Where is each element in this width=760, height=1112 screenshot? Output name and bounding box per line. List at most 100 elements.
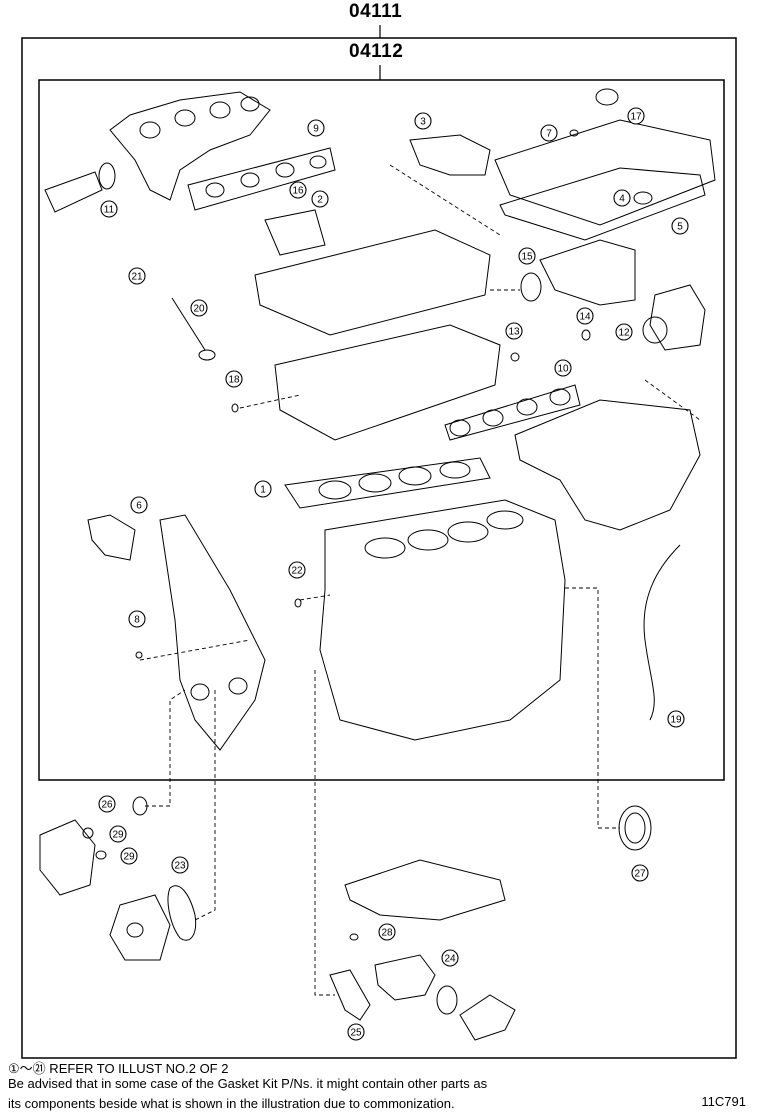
callout-number: 12 <box>618 328 630 339</box>
callout-11: 11 <box>100 200 118 218</box>
callout-number: 8 <box>134 615 140 626</box>
cylinder-head-drawing <box>274 324 501 441</box>
callout-circle <box>128 267 146 285</box>
callout-28: 28 <box>378 923 396 941</box>
outer-kit-code: 04111 <box>349 1 403 22</box>
callout-29: 29 <box>109 825 127 843</box>
callout-circle <box>171 856 189 874</box>
callout-10: 10 <box>554 359 572 377</box>
callout-group: 1234567891011121314151617181920212223242… <box>98 107 689 1041</box>
range-start-marker: ① <box>8 1061 20 1076</box>
callout-2: 2 <box>311 190 329 208</box>
part-drawings <box>39 88 716 1041</box>
dashed-guides <box>139 164 701 996</box>
callout-9: 9 <box>307 119 325 137</box>
callout-29: 29 <box>120 847 138 865</box>
water-outlet-drawing <box>409 134 491 176</box>
callout-circle <box>120 847 138 865</box>
water-pump-gasket-drawing <box>167 885 197 941</box>
callout-22: 22 <box>288 561 306 579</box>
callout-circle <box>667 710 685 728</box>
advisory-line-1: Be advised that in some case of the Gask… <box>8 1076 488 1091</box>
oil-pan-drawing <box>344 859 506 921</box>
callout-number: 20 <box>193 304 205 315</box>
exhaust-pipe-drawing <box>44 171 103 213</box>
callout-number: 19 <box>670 715 682 726</box>
callout-7: 7 <box>540 124 558 142</box>
dipstick-drawing <box>643 544 681 721</box>
callout-circle <box>190 299 208 317</box>
callout-number: 17 <box>630 112 642 123</box>
callout-1: 1 <box>254 480 272 498</box>
intake-manifold-drawing <box>514 399 701 531</box>
callout-number: 25 <box>350 1028 362 1039</box>
callout-number: 29 <box>123 852 135 863</box>
callout-14: 14 <box>576 307 594 325</box>
timing-cover-drawing <box>159 514 266 751</box>
callout-5: 5 <box>671 217 689 235</box>
callout-circle <box>128 610 146 628</box>
callout-21: 21 <box>128 267 146 285</box>
callout-circle <box>307 119 325 137</box>
callout-number: 28 <box>381 928 393 939</box>
callout-number: 23 <box>174 861 186 872</box>
head-cover-gasket-drawing <box>499 167 706 241</box>
callout-number: 13 <box>508 327 520 338</box>
water-pump-housing-drawing <box>39 819 96 896</box>
callout-number: 3 <box>420 117 426 128</box>
callout-13: 13 <box>505 322 523 340</box>
callout-number: 1 <box>260 485 266 496</box>
callout-circle <box>631 864 649 882</box>
callout-15: 15 <box>518 247 536 265</box>
callout-circle <box>347 1023 365 1041</box>
callout-25: 25 <box>347 1023 365 1041</box>
callout-16: 16 <box>289 181 307 199</box>
callout-circle <box>505 322 523 340</box>
callout-circle <box>414 112 432 130</box>
head-gasket-drawing <box>284 457 491 509</box>
water-pump-drawing <box>109 894 171 961</box>
callout-24: 24 <box>441 949 459 967</box>
exhaust-manifold-drawing <box>109 91 271 201</box>
callout-circle <box>98 795 116 813</box>
callout-19: 19 <box>667 710 685 728</box>
callout-number: 16 <box>292 186 304 197</box>
camshaft-housing-drawing <box>254 229 491 336</box>
callout-23: 23 <box>171 856 189 874</box>
callout-number: 21 <box>131 272 143 283</box>
callout-20: 20 <box>190 299 208 317</box>
callout-number: 4 <box>619 194 625 205</box>
callout-circle <box>109 825 127 843</box>
callout-12: 12 <box>615 323 633 341</box>
callout-number: 7 <box>546 129 552 140</box>
inner-kit-code: 04112 <box>349 41 404 62</box>
callout-number: 15 <box>521 252 533 263</box>
callout-circle <box>615 323 633 341</box>
illustration-code: 11C791 <box>701 1094 746 1109</box>
inner-kit-frame <box>38 79 725 781</box>
callout-circle <box>289 181 307 199</box>
callout-3: 3 <box>414 112 432 130</box>
callout-6: 6 <box>130 496 148 514</box>
callout-number: 24 <box>444 954 456 965</box>
callout-circle <box>540 124 558 142</box>
callout-number: 22 <box>291 566 303 577</box>
callout-circle <box>613 189 631 207</box>
callout-27: 27 <box>631 864 649 882</box>
callout-number: 2 <box>317 195 323 206</box>
callout-circle <box>518 247 536 265</box>
callout-8: 8 <box>128 610 146 628</box>
callout-17: 17 <box>627 107 645 125</box>
exhaust-ring-drawing <box>98 162 116 190</box>
callout-circle <box>576 307 594 325</box>
refer-note: ①～㉑ REFER TO ILLUST NO.2 OF 2 <box>8 1058 228 1077</box>
callout-number: 29 <box>112 830 124 841</box>
callout-number: 26 <box>101 800 113 811</box>
callout-number: 18 <box>228 375 240 386</box>
cylinder-block-drawing <box>319 499 566 741</box>
callout-circle <box>311 190 329 208</box>
callout-circle <box>441 949 459 967</box>
callout-circle <box>288 561 306 579</box>
callout-18: 18 <box>225 370 243 388</box>
